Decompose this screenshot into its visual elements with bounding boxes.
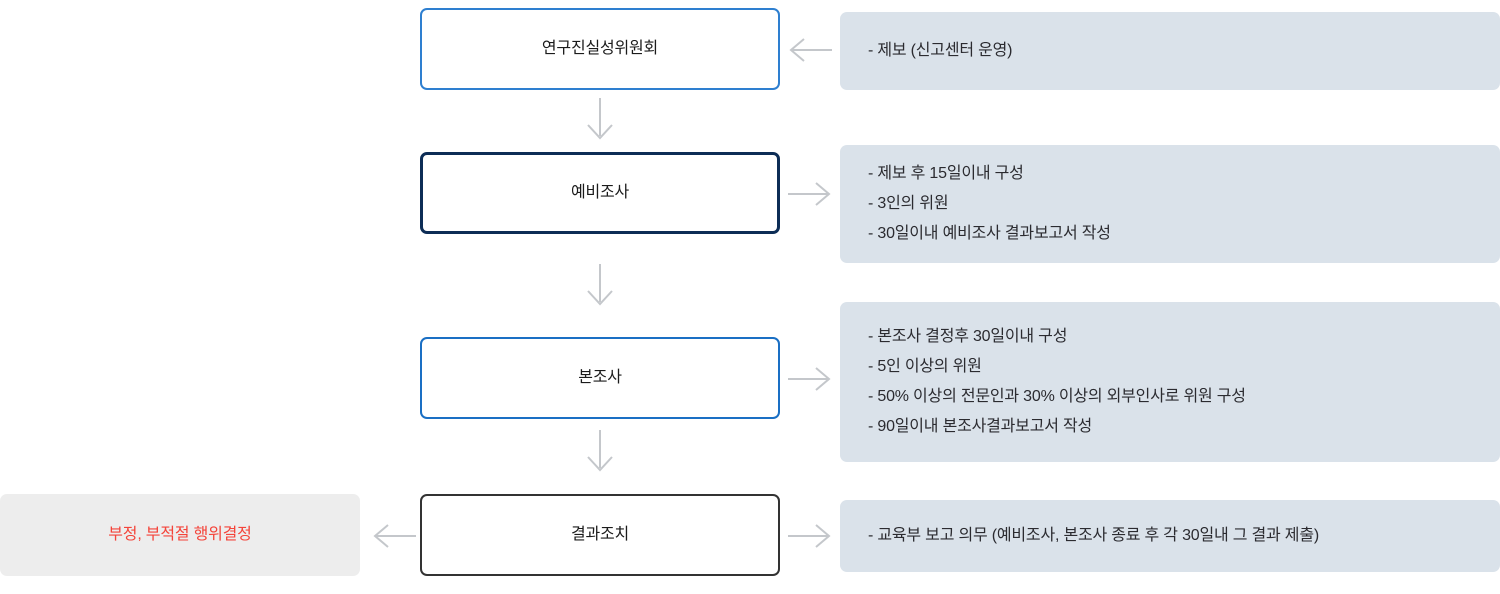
info-line: - 3인의 위원	[868, 195, 949, 212]
flow-box-label: 연구진실성위원회	[541, 40, 659, 57]
info-line: - 50% 이상의 전문인과 30% 이상의 외부인사로 위원 구성	[868, 388, 1246, 405]
flow-box-label: 결과조치	[570, 526, 630, 543]
info-line: - 5인 이상의 위원	[868, 358, 982, 375]
info-panel-report: - 제보 (신고센터 운영)	[840, 12, 1500, 90]
arrow-down-icon	[578, 96, 622, 142]
arrow-left-icon	[786, 35, 834, 65]
outcome-box-misconduct-decision[interactable]: 부정, 부적절 행위결정	[0, 494, 360, 576]
arrow-right-icon	[786, 179, 834, 209]
arrow-right-icon	[786, 521, 834, 551]
info-line: - 본조사 결정후 30일이내 구성	[868, 328, 1068, 345]
info-panel-preliminary-rules: - 제보 후 15일이내 구성 - 3인의 위원 - 30일이내 예비조사 결과…	[840, 145, 1500, 263]
info-line: - 30일이내 예비조사 결과보고서 작성	[868, 225, 1111, 242]
info-line: - 제보 (신고센터 운영)	[868, 42, 1013, 59]
arrow-down-icon	[578, 428, 622, 474]
info-line: - 90일이내 본조사결과보고서 작성	[868, 418, 1093, 435]
flow-box-main-investigation[interactable]: 본조사	[420, 337, 780, 419]
arrow-right-icon	[786, 364, 834, 394]
flow-box-label: 예비조사	[570, 184, 630, 201]
flow-box-research-integrity-committee[interactable]: 연구진실성위원회	[420, 8, 780, 90]
info-panel-reporting-duty: - 교육부 보고 의무 (예비조사, 본조사 종료 후 각 30일내 그 결과 …	[840, 500, 1500, 572]
info-panel-main-rules: - 본조사 결정후 30일이내 구성 - 5인 이상의 위원 - 50% 이상의…	[840, 302, 1500, 462]
flow-box-label: 본조사	[578, 369, 622, 386]
flow-box-preliminary-investigation[interactable]: 예비조사	[420, 152, 780, 234]
info-line: - 교육부 보고 의무 (예비조사, 본조사 종료 후 각 30일내 그 결과 …	[868, 527, 1319, 544]
arrow-down-icon	[578, 262, 622, 308]
arrow-left-icon	[370, 521, 418, 551]
outcome-box-label: 부정, 부적절 행위결정	[108, 526, 252, 543]
flow-box-result-action[interactable]: 결과조치	[420, 494, 780, 576]
info-line: - 제보 후 15일이내 구성	[868, 165, 1024, 182]
